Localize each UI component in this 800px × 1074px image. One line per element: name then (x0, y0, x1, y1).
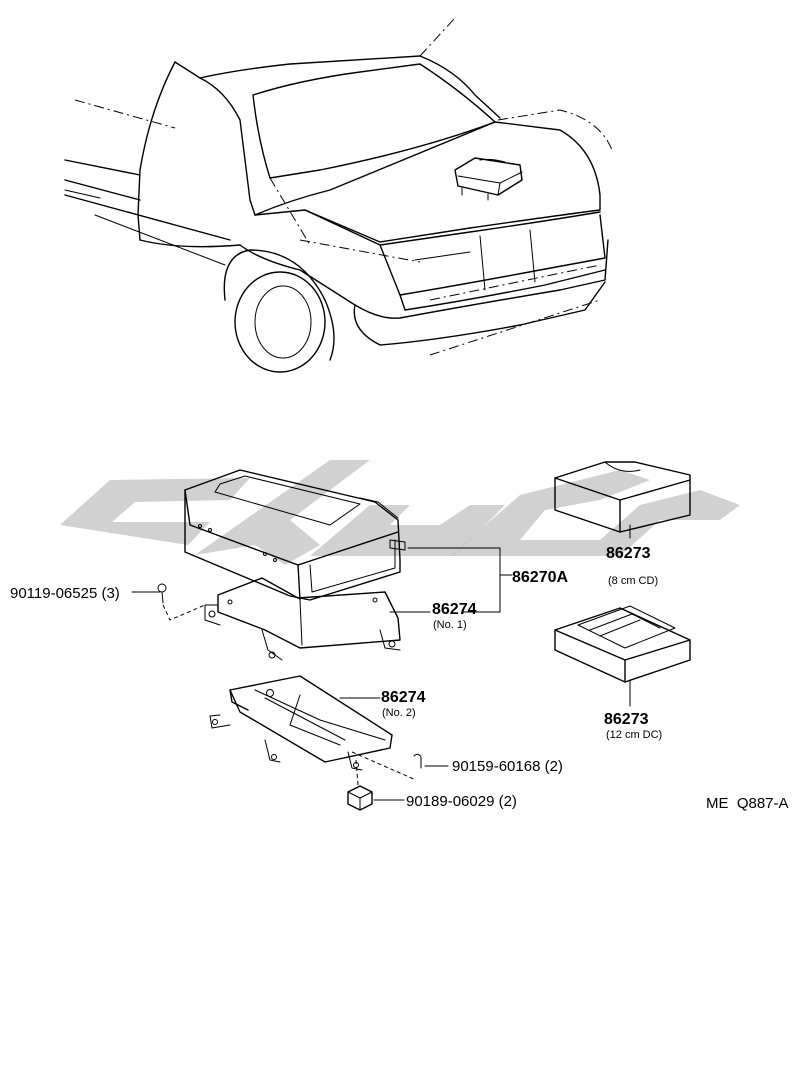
label-cd-changer: 86270A (512, 569, 568, 586)
label-magazine-8cm-sub: (8 cm CD) (608, 575, 658, 587)
label-magazine-12cm-sub: (12 cm DC) (606, 729, 662, 741)
cd-changer-unit (184, 469, 406, 601)
bracket-no1 (204, 577, 401, 661)
clip-90189 (347, 759, 373, 811)
label-magazine-12cm: 86273 (604, 711, 649, 728)
label-bracket-no2: 86274 (381, 689, 426, 706)
label-clip: 90189-06029 (2) (406, 793, 517, 810)
label-screw: 90159-60168 (2) (452, 758, 563, 775)
bolt-90119 (157, 583, 206, 621)
magazine-12cm (554, 605, 691, 683)
car-rear-illustration (64, 17, 613, 373)
leader-lines (131, 524, 631, 801)
part-labels: 86270A 86274 (No. 1) 86274 (No. 2) 86273… (10, 545, 789, 812)
bracket-no2 (209, 675, 393, 771)
screw-90159 (351, 751, 422, 781)
watermark-logo (60, 460, 740, 565)
label-diagram-code: ME Q887-A (706, 795, 789, 812)
label-bolt: 90119-06525 (3) (10, 585, 120, 602)
label-bracket-no1: 86274 (432, 601, 477, 618)
label-bracket-no2-sub: (No. 2) (382, 707, 416, 719)
magazine-8cm (554, 461, 691, 533)
label-magazine-8cm: 86273 (606, 545, 651, 562)
label-bracket-no1-sub: (No. 1) (433, 619, 467, 631)
